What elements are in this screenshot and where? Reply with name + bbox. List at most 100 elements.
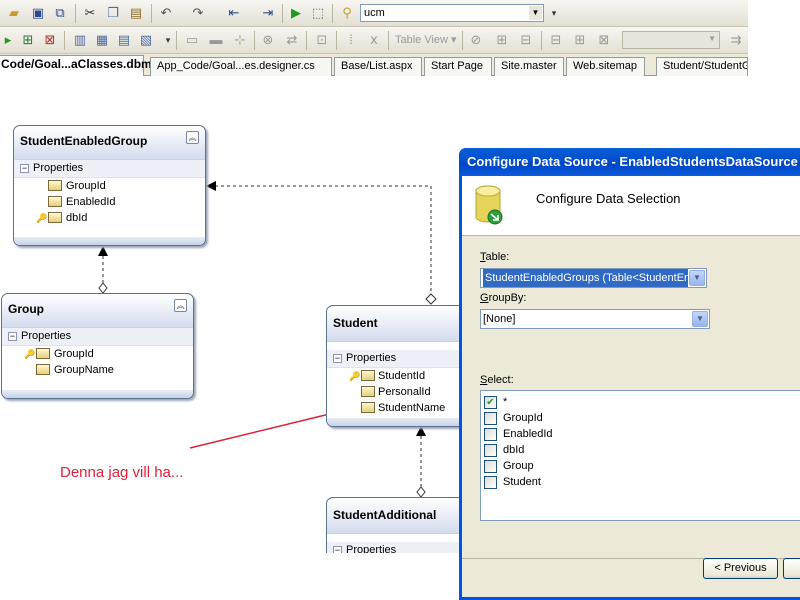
checkbox-checked-icon[interactable]: ✔ [484,395,497,409]
dialog-title[interactable]: Configure Data Source - EnabledStudentsD… [459,148,800,176]
save-icon[interactable]: ▣ [31,5,45,20]
solution-config-combo[interactable]: ucm ▼ [360,4,544,22]
zoom-combo[interactable]: ▼ [622,31,720,49]
select-label: Select: [480,374,514,386]
open-folder-icon[interactable]: ▰ [9,5,19,20]
toolbar-options-icon[interactable]: ▾ [551,8,557,18]
properties-section[interactable]: −Properties [2,328,193,346]
entity-student-additional[interactable]: StudentAdditional −Properties [326,497,466,553]
table-select[interactable]: StudentEnabledGroups (Table<StudentEnabl… [480,268,707,288]
chevron-down-icon[interactable]: ▼ [529,6,542,20]
properties-section[interactable]: −Properties [327,542,465,553]
copy-icon[interactable]: ❐ [107,5,119,20]
collapse-minus-icon[interactable]: − [8,330,17,341]
checkbox-icon[interactable] [484,459,497,473]
field-row-student[interactable]: Student [481,474,800,490]
next-button[interactable] [783,558,800,579]
tab-web-sitemap[interactable]: Web.sitemap [566,57,645,76]
navigate-forward-icon[interactable]: ⇥ [262,5,274,20]
checkbox-icon[interactable] [484,443,497,457]
paste-icon[interactable]: ▤ [129,5,143,20]
field-row-dbid[interactable]: dbId [481,442,800,458]
rename-icon[interactable]: ⇄ [286,32,298,47]
relationship-icon[interactable]: ⊹ [234,32,246,47]
properties-section[interactable]: −Properties [327,350,465,368]
start-debug-icon[interactable]: ▶ [291,5,301,20]
config-value: ucm [364,7,385,19]
align-icon[interactable]: ⊞ [496,32,508,47]
section-label: Properties [21,330,72,342]
field-row-groupid[interactable]: GroupId [481,410,800,426]
property-row[interactable]: 🔑dbId [14,210,205,226]
chevron-down-icon[interactable]: ▼ [692,311,708,327]
field-row-star[interactable]: ✔* [481,394,800,410]
connector-icon[interactable]: ⇉ [730,32,742,47]
checkbox-icon[interactable] [484,411,497,425]
add-table-icon[interactable]: ▭ [185,32,199,47]
verify-sql-icon[interactable]: ⊠ [44,32,56,47]
run-icon[interactable]: ▸ [4,32,12,47]
collapse-minus-icon[interactable]: − [333,544,342,553]
new-table-icon[interactable]: ▬ [209,32,223,47]
tab-dbml[interactable]: Code/Goal...aClasses.dbml [0,55,155,76]
properties-icon[interactable]: ⁞ [349,32,353,47]
field-label: dbId [503,444,525,456]
redo-icon[interactable]: ↷ [192,5,204,20]
navigate-back-icon[interactable]: ⇤ [228,5,240,20]
property-row[interactable]: 🔑StudentId [327,368,465,384]
property-row[interactable]: GroupName [2,362,193,378]
table-view-dropdown[interactable]: Table View ▾ [395,34,457,46]
entity-student[interactable]: Student −Properties 🔑StudentId PersonalI… [326,305,466,427]
collapse-icon[interactable]: ︽ [186,131,199,144]
property-row[interactable]: EnabledId [14,194,205,210]
property-row[interactable]: 🔑GroupId [2,346,193,362]
find-icon[interactable]: ⚲ [342,5,352,20]
group-by-icon[interactable]: ⊘ [470,32,482,47]
collapse-icon[interactable]: ︽ [174,299,187,312]
size-icon[interactable]: ⊟ [520,32,532,47]
tab-student[interactable]: Student/StudentG [656,57,748,76]
arrange-icon[interactable]: ⊟ [550,32,562,47]
save-all-icon[interactable]: ⧉ [55,5,65,20]
delete-icon[interactable]: ⊗ [262,32,274,47]
property-row[interactable]: PersonalId [327,384,465,400]
tab-designer-cs[interactable]: App_Code/Goal...es.designer.cs [150,57,332,76]
tab-list-aspx[interactable]: Base/List.aspx [334,57,422,76]
association-arrowhead [98,246,108,256]
fit-icon[interactable]: ⊠ [598,32,610,47]
property-row[interactable]: GroupId [14,178,205,194]
layout-icon[interactable]: ⊡ [316,32,328,47]
collapse-minus-icon[interactable]: − [333,352,342,363]
field-row-group[interactable]: Group [481,458,800,474]
zoom-icon[interactable]: ⊞ [574,32,586,47]
field-row-enabledid[interactable]: EnabledId [481,426,800,442]
footer-divider [462,558,800,559]
show-sql-pane-icon[interactable]: ▤ [117,32,131,47]
property-row[interactable]: StudentName [327,400,465,416]
previous-button[interactable]: < Previous [703,558,778,579]
dialog-header: Configure Data Selection [462,176,800,236]
entity-student-enabled-group[interactable]: StudentEnabledGroup ︽ −Properties GroupI… [13,125,206,246]
show-results-pane-icon[interactable]: ▧ [139,32,153,47]
execute-sql-icon[interactable]: ⊞ [22,32,34,47]
select-fields-list[interactable]: ✔* GroupId EnabledId dbId Group Student [480,390,800,521]
groupby-select[interactable]: [None] ▼ [480,309,710,329]
cut-icon[interactable]: ✂ [84,5,96,20]
checkbox-icon[interactable] [484,475,497,489]
undo-icon[interactable]: ↶ [160,5,172,20]
tab-site-master[interactable]: Site.master [494,57,564,76]
checkbox-icon[interactable] [484,427,497,441]
show-diagram-pane-icon[interactable]: ▥ [73,32,87,47]
chevron-down-icon[interactable]: ▼ [708,34,716,43]
show-criteria-pane-icon[interactable]: ▦ [95,32,109,47]
toolbar-options-icon[interactable]: ▾ [165,35,171,45]
properties-section[interactable]: −Properties [14,160,205,178]
dialog-body: Configure Data Selection Table: StudentE… [462,176,800,597]
entity-group[interactable]: Group ︽ −Properties 🔑GroupId GroupName [1,293,194,399]
attach-icon[interactable]: ⬚ [311,5,325,20]
tab-start-page[interactable]: Start Page [424,57,492,76]
sort-icon[interactable]: ⅹ [370,32,378,47]
chevron-down-icon[interactable]: ▼ [689,270,705,286]
groupby-label: GroupBy: [480,292,526,304]
collapse-minus-icon[interactable]: − [20,162,29,173]
